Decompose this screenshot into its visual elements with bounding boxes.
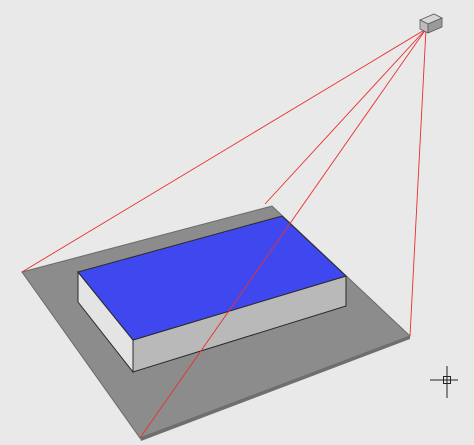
ray-to-back-corner bbox=[264, 28, 427, 205]
box-top-face bbox=[77, 215, 347, 341]
ray-to-right-corner bbox=[409, 28, 427, 337]
ray-to-left-corner bbox=[21, 28, 427, 273]
ray-to-front-corner bbox=[139, 28, 427, 439]
box-object[interactable] bbox=[77, 215, 347, 374]
projector-icon[interactable] bbox=[419, 13, 443, 34]
crosshair-cursor-icon bbox=[430, 366, 458, 398]
projection-rays bbox=[21, 28, 427, 439]
ground-plane-edge bbox=[140, 336, 410, 441]
